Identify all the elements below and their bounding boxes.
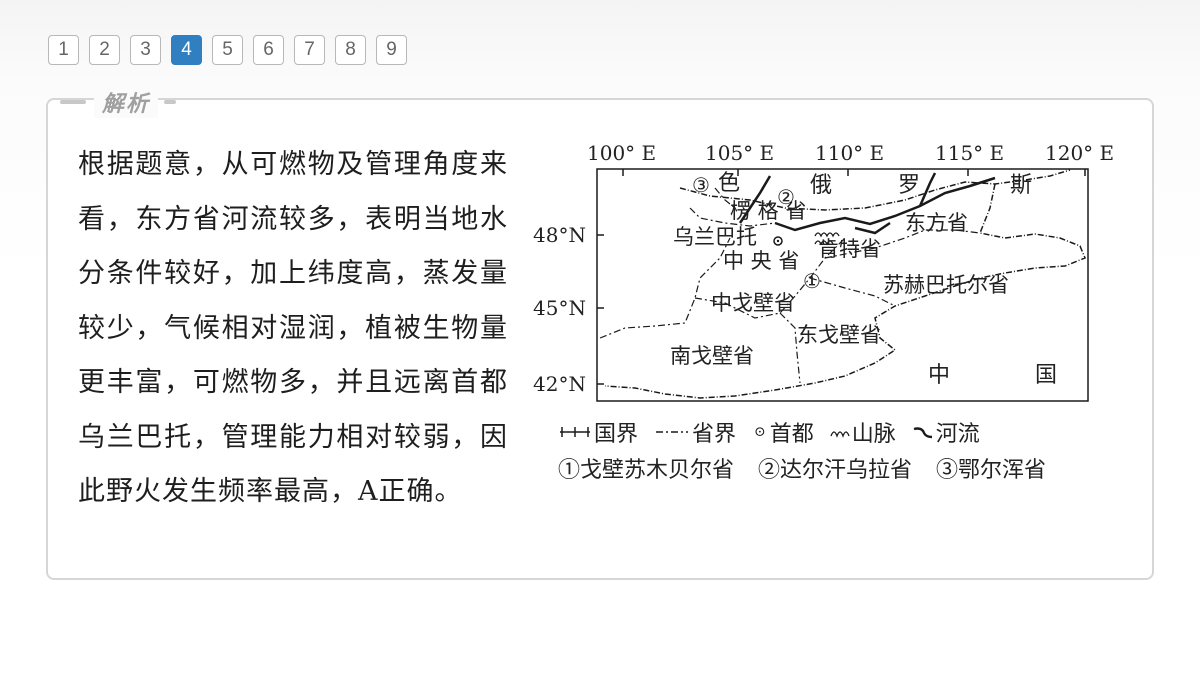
page-button-7[interactable]: 7 (294, 35, 325, 65)
analysis-label: 解析 (60, 86, 177, 118)
lon-label-110: 110° E (815, 141, 884, 165)
lat-label-45: 45°N (533, 296, 586, 320)
label-se: 色 (718, 171, 740, 196)
legend-mountain: 山脉 (851, 422, 896, 447)
label-circle3: ③ (692, 173, 710, 197)
label-dundgovi: 中戈壁省 (711, 291, 795, 315)
lat-label-48: 48°N (533, 223, 586, 247)
label-dornod: 东方省 (905, 211, 968, 235)
mountain-legend-icon (830, 431, 850, 438)
legend-province-border: 省界 (692, 422, 737, 447)
label-selenge: 楞 格 省 (730, 199, 806, 223)
label-russia-3: 斯 (1010, 173, 1032, 198)
map-notes: ①戈壁苏木贝尔省 ②达尔汗乌拉省 ③鄂尔浑省 (558, 452, 1046, 484)
national-border-symbol (560, 427, 590, 437)
page-button-2[interactable]: 2 (89, 35, 120, 65)
map-legend: 国界 省界 ⊙ 首都 山脉 河流 (558, 416, 980, 448)
lon-label-100: 100° E (587, 141, 656, 165)
lon-label-105: 105° E (705, 141, 774, 165)
label-decoration-right (164, 100, 177, 104)
national-border-north (679, 169, 1071, 211)
capital-symbol (773, 236, 783, 246)
label-capital: 乌兰巴托 (673, 225, 757, 249)
label-china-2: 国 (1035, 363, 1057, 388)
capital-legend-icon: ⊙ (754, 424, 766, 440)
label-central: 中 央 省 (723, 249, 799, 273)
page-button-9[interactable]: 9 (376, 35, 407, 65)
label-circle2: ② (777, 185, 795, 209)
page-button-4[interactable]: 4 (171, 35, 202, 65)
label-russia-1: 俄 (810, 173, 832, 198)
label-sukhbaatar: 苏赫巴托尔省 (883, 273, 1009, 297)
label-russia-2: 罗 (898, 173, 920, 198)
mongolia-map: 100° E 105° E 110° E 115° E 120° E 48°N … (525, 138, 1125, 488)
lat-label-42: 42°N (533, 372, 586, 396)
lon-label-115: 115° E (935, 141, 1004, 165)
page-button-3[interactable]: 3 (130, 35, 161, 65)
page-button-1[interactable]: 1 (48, 35, 79, 65)
page-button-8[interactable]: 8 (335, 35, 366, 65)
map-frame (596, 168, 1089, 402)
lon-ticks (597, 169, 1086, 385)
analysis-panel (46, 98, 1154, 580)
label-china-1: 中 (928, 363, 950, 388)
legend-capital: 首都 (769, 422, 814, 447)
page-button-5[interactable]: 5 (212, 35, 243, 65)
national-border-south (604, 183, 1086, 399)
label-dornogovi: 东戈壁省 (797, 323, 881, 347)
analysis-label-text: 解析 (102, 92, 151, 117)
legend-note1: ①戈壁苏木贝尔省 (558, 458, 735, 483)
legend-river: 河流 (935, 422, 980, 447)
rivers (738, 172, 996, 235)
label-khentii: 肯特省 (818, 237, 881, 261)
label-decoration-left (60, 100, 86, 104)
legend-national-border: 国界 (594, 422, 639, 447)
label-omnogovi: 南戈壁省 (670, 344, 754, 368)
province-borders (599, 187, 981, 384)
page-button-6[interactable]: 6 (253, 35, 284, 65)
capital-dot (776, 239, 780, 243)
province-border-symbol (656, 431, 689, 433)
mountains (814, 232, 840, 246)
lon-label-120: 120° E (1045, 141, 1114, 165)
legend-note2: ②达尔汗乌拉省 (758, 458, 913, 483)
river-legend-icon (913, 427, 932, 439)
analysis-text: 根据题意，从可燃物及管理角度来看，东方省河流较多，表明当地水分条件较好，加上纬度… (78, 149, 508, 507)
label-circle1: ① (803, 269, 821, 293)
legend-note3: ③鄂尔浑省 (936, 458, 1047, 483)
